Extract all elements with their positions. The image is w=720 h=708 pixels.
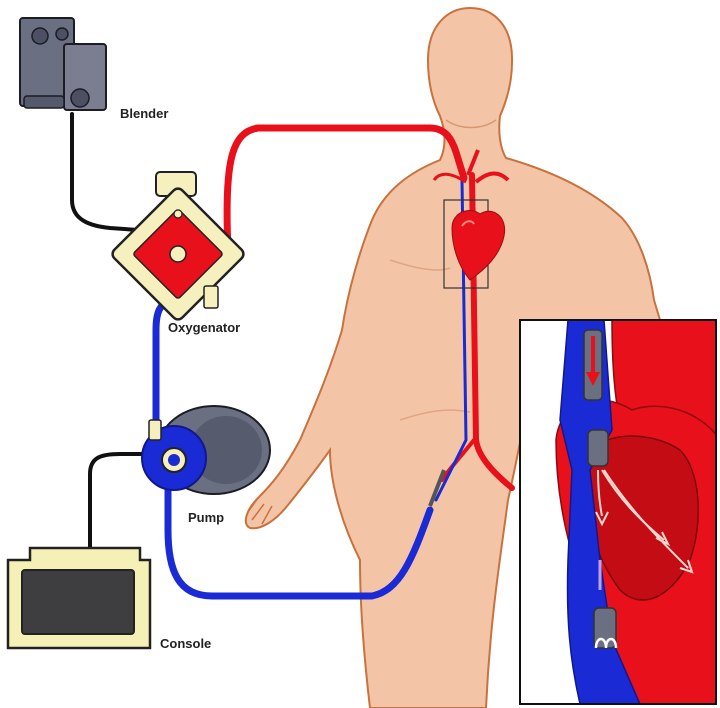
console-cable <box>88 452 150 550</box>
cannula-insertion <box>428 469 446 507</box>
inset-flow-arrow-1 <box>597 469 603 517</box>
vena-cava-vessel <box>434 178 468 502</box>
venous-drainage-line <box>164 474 434 600</box>
inset-flow-arrowhead-1 <box>595 511 609 527</box>
pump-motor-shade <box>190 416 262 484</box>
neck-artery <box>466 149 480 176</box>
neck-shadow <box>445 119 497 129</box>
heart-highlight <box>461 220 475 227</box>
inset-flow-arrowhead-down <box>586 372 600 386</box>
blender-knob-2 <box>55 27 69 41</box>
console-screen <box>21 569 135 635</box>
pump-inlet-core <box>168 454 180 466</box>
oxygenator-device <box>111 171 245 321</box>
aorta-vessel <box>469 172 515 491</box>
heart <box>443 199 506 289</box>
inset-cannula-coil <box>594 637 618 649</box>
human-body <box>244 6 662 708</box>
blender-knob-1 <box>31 27 49 45</box>
inset-flow-arrowhead-3 <box>679 559 694 574</box>
oxygenator-bottom-port <box>203 285 219 309</box>
blender-device <box>19 17 107 111</box>
inset-flow-arrow-2 <box>601 469 665 541</box>
oxygenator-center <box>169 245 187 263</box>
oxygenator-corner-port <box>173 209 183 219</box>
pump-label: Pump <box>188 510 225 525</box>
heart-shape <box>451 210 506 281</box>
inset-vena-cava <box>559 320 641 704</box>
oxygenator-label: Oxygenator <box>168 320 241 335</box>
hand-fingers <box>247 497 273 525</box>
pump-outlet-fitting <box>148 419 162 441</box>
pump-device <box>141 405 271 495</box>
blender-gas-line <box>70 112 140 232</box>
chest-line <box>389 259 451 271</box>
blender-label: Blender <box>120 106 169 121</box>
console-label: Console <box>160 636 212 651</box>
blender-knob-3 <box>70 88 90 108</box>
heart-inset <box>519 319 717 705</box>
inset-border <box>519 319 717 705</box>
inset-flow-arrow-3 <box>603 469 689 569</box>
circuit-tubing <box>70 112 468 600</box>
blender-fitting <box>23 95 65 109</box>
body-silhouette <box>244 6 662 708</box>
arterial-return-line <box>208 124 468 254</box>
arch-branch-right <box>474 171 510 184</box>
inset-flow-arrowhead-2 <box>655 531 671 547</box>
inset-cannula-tip <box>587 429 609 467</box>
console-device <box>6 546 152 650</box>
